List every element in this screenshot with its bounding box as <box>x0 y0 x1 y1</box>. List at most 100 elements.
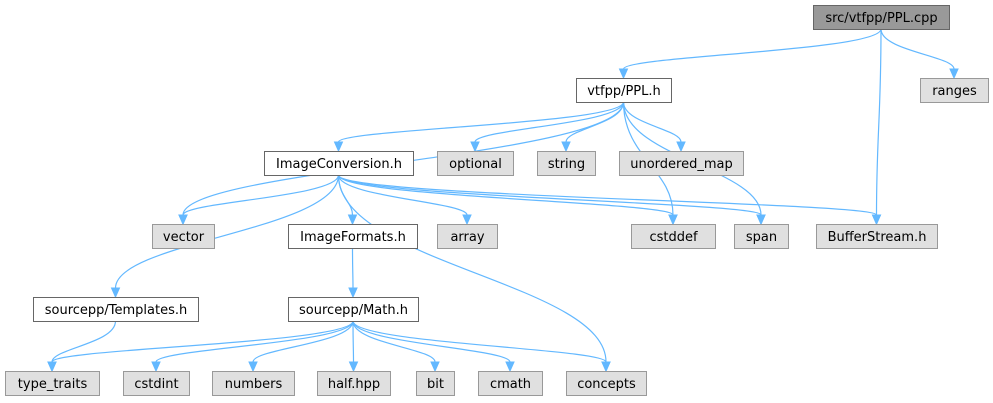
node-cmath: cmath <box>478 371 543 396</box>
node-box <box>33 297 199 322</box>
node-label: span <box>746 230 777 245</box>
edge-ppl_cpp-to-ranges <box>880 28 959 80</box>
node-label: sourcepp/Math.h <box>299 303 408 318</box>
edge-arrowhead <box>47 361 57 373</box>
edge-line <box>182 174 340 216</box>
node-label: string <box>548 157 585 172</box>
node-box <box>734 224 789 249</box>
node-concepts: concepts <box>566 371 647 396</box>
node-label: optional <box>449 157 502 172</box>
edge-imageconversion_h-to-bufferstream_h <box>337 174 882 226</box>
node-label: ImageConversion.h <box>276 157 402 172</box>
node-label: BufferStream.h <box>828 230 927 245</box>
edge-arrowhead <box>949 68 959 80</box>
edge-math_h-to-half_hpp <box>348 320 359 373</box>
edge-line <box>51 320 354 363</box>
edge-arrowhead <box>348 361 359 373</box>
edge-imageconversion_h-to-cstddef <box>337 174 678 226</box>
node-box <box>152 224 215 249</box>
edge-arrowhead <box>505 361 515 373</box>
edge-templates_h-to-type_traits <box>47 320 117 373</box>
edge-line <box>352 320 511 363</box>
edge-line <box>252 320 354 363</box>
edge-line <box>565 101 625 143</box>
edge-ppl_h-to-optional <box>470 101 625 153</box>
edge-math_h-to-concepts <box>352 320 611 373</box>
node-box <box>813 5 950 30</box>
edge-math_h-to-type_traits <box>47 320 354 373</box>
edge-line <box>474 101 625 143</box>
node-box <box>631 224 716 249</box>
edge-arrowhead <box>347 214 358 226</box>
node-templates_h[interactable]: sourcepp/Templates.h <box>33 297 199 322</box>
node-math_h[interactable]: sourcepp/Math.h <box>288 297 419 322</box>
edge-line <box>337 101 625 143</box>
node-cstdint: cstdint <box>123 371 190 396</box>
node-ppl_cpp[interactable]: src/vtfpp/PPL.cpp <box>813 5 950 30</box>
node-box <box>478 371 543 396</box>
node-label: ranges <box>932 84 977 99</box>
edge-line <box>337 174 674 216</box>
edge-line <box>352 320 355 363</box>
edge-ppl_h-to-imageconversion_h <box>333 101 625 153</box>
edge-ppl_h-to-string <box>561 101 625 153</box>
nodes-layer: src/vtfpp/PPL.cpp vtfpp/PPL.h rangesImageC… <box>5 5 989 396</box>
edge-line <box>155 320 354 363</box>
node-cstddef: cstddef <box>631 224 716 249</box>
node-string: string <box>537 151 596 176</box>
node-half_hpp: half.hpp <box>317 371 391 396</box>
node-label: cstddef <box>649 230 698 245</box>
node-optional: optional <box>437 151 514 176</box>
edge-line <box>337 174 607 363</box>
edge-arrowhead <box>871 214 882 226</box>
edge-math_h-to-numbers <box>248 320 354 373</box>
edge-line <box>337 174 468 216</box>
edge-arrowhead <box>601 361 611 373</box>
edge-math_h-to-cmath <box>352 320 515 373</box>
edge-line <box>352 320 436 363</box>
edge-arrowhead <box>470 141 480 153</box>
edge-line <box>51 320 117 363</box>
edge-line <box>351 247 354 289</box>
node-label: src/vtfpp/PPL.cpp <box>825 11 937 26</box>
edge-arrowhead <box>561 141 571 153</box>
edge-ppl_h-to-unordered_map <box>622 101 686 153</box>
node-box <box>5 371 100 396</box>
node-box <box>317 371 391 396</box>
edge-arrowhead <box>756 214 766 226</box>
node-imageformats_h[interactable]: ImageFormats.h <box>288 224 418 249</box>
node-label: cstdint <box>134 377 178 392</box>
node-bufferstream_h: BufferStream.h <box>816 224 938 249</box>
edge-line <box>337 174 762 216</box>
node-label: unordered_map <box>630 157 733 172</box>
edge-math_h-to-cstdint <box>151 320 354 373</box>
node-label: array <box>450 230 484 245</box>
node-box <box>437 151 514 176</box>
edge-arrowhead <box>248 361 258 373</box>
node-box <box>416 371 455 396</box>
node-bit: bit <box>416 371 455 396</box>
edge-line <box>622 101 682 143</box>
node-imageconversion_h[interactable]: ImageConversion.h <box>264 151 414 176</box>
node-box <box>537 151 596 176</box>
node-label: ImageFormats.h <box>300 230 406 245</box>
node-ppl_h[interactable]: vtfpp/PPL.h <box>576 78 672 103</box>
edge-ppl_cpp-to-ppl_h <box>618 28 882 80</box>
edge-imageconversion_h-to-vector <box>178 174 340 226</box>
edge-line <box>352 320 607 363</box>
edge-arrowhead <box>348 287 358 299</box>
node-box <box>566 371 647 396</box>
edge-line <box>114 174 340 289</box>
edge-imageconversion_h-to-templates_h <box>110 174 340 299</box>
edge-arrowhead <box>676 141 686 153</box>
edge-ppl_cpp-to-bufferstream_h <box>871 28 882 226</box>
edge-arrowhead <box>618 68 629 80</box>
node-box <box>576 78 672 103</box>
node-box <box>264 151 414 176</box>
node-box <box>212 371 295 396</box>
node-type_traits: type_traits <box>5 371 100 396</box>
edge-arrowhead <box>110 287 121 299</box>
edge-arrowhead <box>178 214 188 226</box>
edge-arrowhead <box>430 361 440 373</box>
